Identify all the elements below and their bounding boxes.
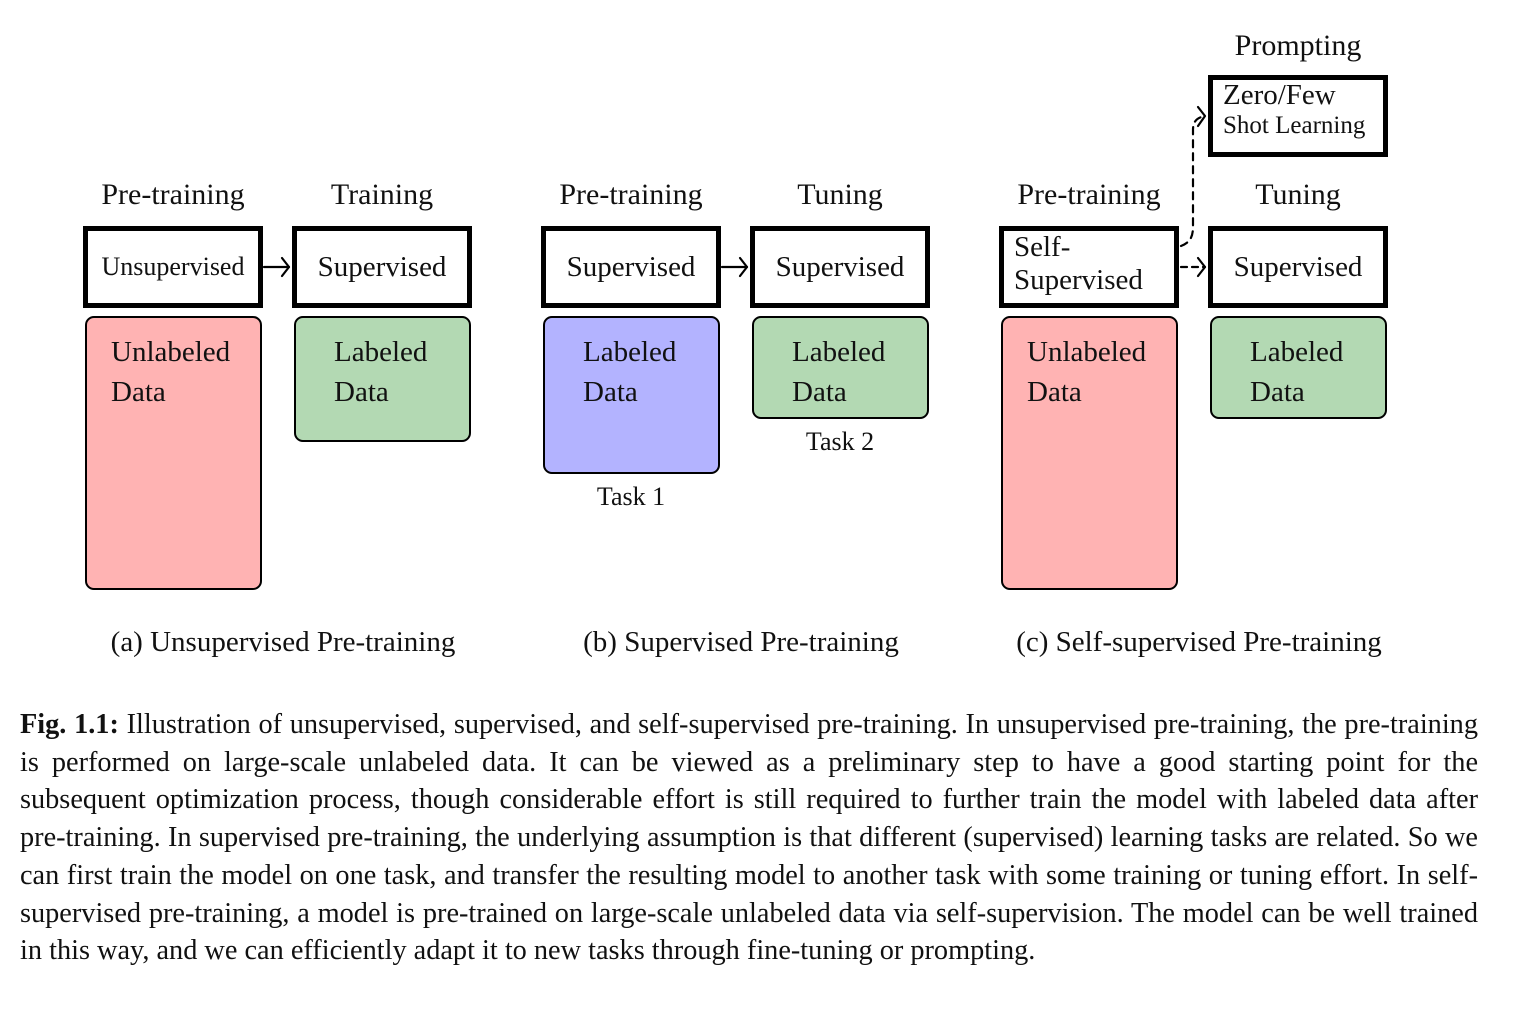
panel-b-heading-pretraining: Pre-training xyxy=(559,178,703,211)
panel-c-unlabeled-line2: Data xyxy=(1027,376,1082,408)
panel-c-dashed-arrow-prompting-icon xyxy=(1179,105,1207,248)
panel-c-heading-tuning: Tuning xyxy=(1255,178,1341,211)
panel-a-heading-pretraining: Pre-training xyxy=(101,178,245,211)
panel-a-unsupervised-label: Unsupervised xyxy=(101,252,245,281)
panel-b-supervised-label-1: Supervised xyxy=(566,250,696,283)
panel-c-labeled-data: Labeled Data xyxy=(1210,316,1387,419)
panel-c-self-line2: Supervised xyxy=(1014,264,1143,296)
panel-a-labeled-data: Labeled Data xyxy=(294,316,471,442)
panel-b-labeled-data-task2: Labeled Data xyxy=(752,316,929,419)
panel-b-data1-line2: Data xyxy=(583,376,638,408)
panel-c-self-supervised-box: Self- Supervised xyxy=(999,226,1179,308)
panel-b-arrow-icon xyxy=(720,256,749,278)
panel-a-arrow-icon xyxy=(262,256,291,278)
panel-c-subcaption: (c) Self-supervised Pre-training xyxy=(1016,626,1382,658)
panel-c-heading-prompting: Prompting xyxy=(1234,29,1362,62)
panel-a-heading-training: Training xyxy=(330,178,434,211)
panel-b-supervised-label-2: Supervised xyxy=(775,250,905,283)
panel-b-data2-line1: Labeled xyxy=(792,336,886,368)
panel-c-self-line1: Self- xyxy=(1014,231,1071,263)
panel-a-subcaption: (a) Unsupervised Pre-training xyxy=(110,626,456,658)
panel-b-data2-line2: Data xyxy=(792,376,847,408)
panel-b-supervised-box-2: Supervised xyxy=(750,226,930,308)
panel-c-labeled-line1: Labeled xyxy=(1250,336,1344,368)
panel-c-heading-pretraining: Pre-training xyxy=(1017,178,1161,211)
panel-c-zero-few-box: Zero/Few Shot Learning xyxy=(1208,75,1388,157)
panel-a-supervised-label: Supervised xyxy=(317,250,447,283)
panel-b-task2-label: Task 2 xyxy=(805,427,875,456)
figure-caption: Fig. 1.1: Illustration of unsupervised, … xyxy=(20,706,1478,970)
panel-b-data1-line1: Labeled xyxy=(583,336,677,368)
panel-a-supervised-box: Supervised xyxy=(292,226,472,308)
panel-a-labeled-line2: Data xyxy=(334,376,389,408)
panel-a-unlabeled-data: Unlabeled Data xyxy=(85,316,262,590)
panel-b-labeled-data-task1: Labeled Data xyxy=(543,316,720,474)
panel-b-supervised-box-1: Supervised xyxy=(541,226,721,308)
panel-a-unlabeled-line1: Unlabeled xyxy=(111,336,231,368)
panel-c-labeled-line2: Data xyxy=(1250,376,1305,408)
panel-a-unlabeled-line2: Data xyxy=(111,376,166,408)
panel-b-subcaption: (b) Supervised Pre-training xyxy=(583,626,899,658)
panel-b-heading-tuning: Tuning xyxy=(797,178,883,211)
panel-a-labeled-line1: Labeled xyxy=(334,336,428,368)
panel-a-unsupervised-box: Unsupervised xyxy=(83,226,263,308)
figure-caption-label: Fig. 1.1: xyxy=(20,709,119,740)
figure-caption-text: Illustration of unsupervised, supervised… xyxy=(20,709,1478,967)
panel-c-unlabeled-data: Unlabeled Data xyxy=(1001,316,1178,590)
panel-c-dashed-arrow-tuning-icon xyxy=(1179,256,1207,278)
panel-c-supervised-label: Supervised xyxy=(1233,250,1363,283)
panel-b-task1-label: Task 1 xyxy=(596,482,666,511)
panel-c-unlabeled-line1: Unlabeled xyxy=(1027,336,1147,368)
panel-c-zero-few-line2: Shot Learning xyxy=(1223,112,1366,139)
panel-c-zero-few-line1: Zero/Few xyxy=(1223,79,1336,111)
panel-c-supervised-box: Supervised xyxy=(1208,226,1388,308)
